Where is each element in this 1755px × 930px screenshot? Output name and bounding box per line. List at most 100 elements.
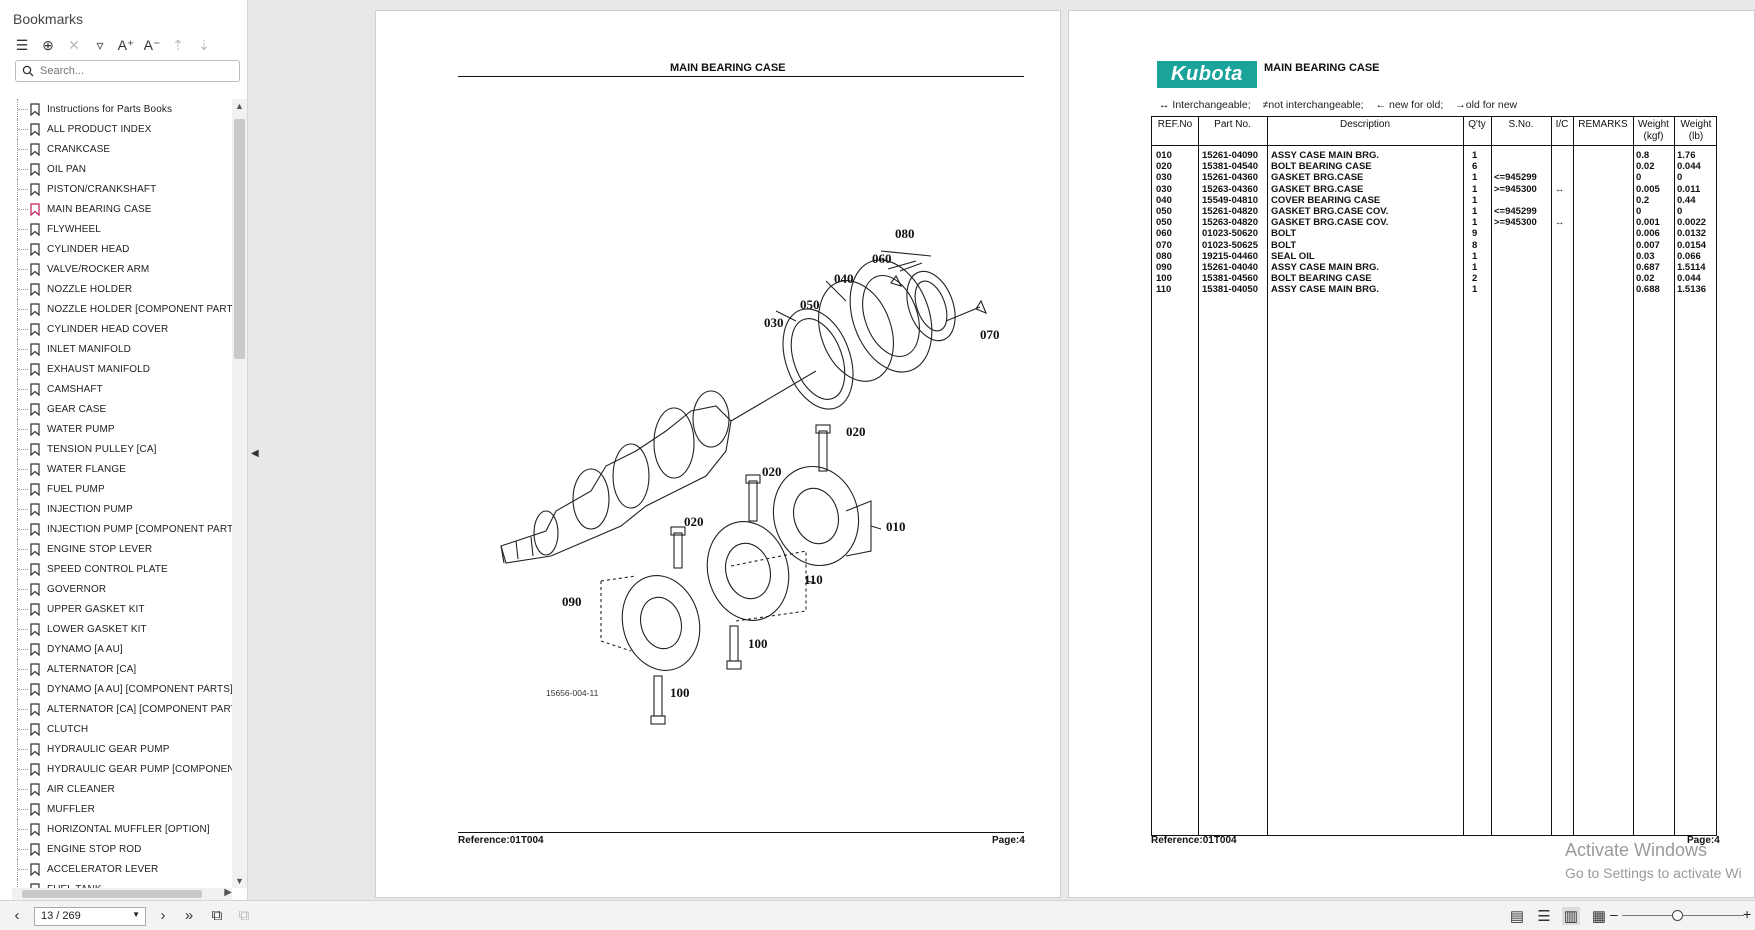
bookmark-label: MAIN BEARING CASE <box>47 203 152 215</box>
tree-connector <box>17 379 29 399</box>
zoom-out-icon[interactable]: – <box>1610 906 1618 922</box>
callout-label: 020 <box>762 464 782 479</box>
bookmark-item[interactable]: EXHAUST MANIFOLD <box>0 359 232 379</box>
bookmark-item[interactable]: GEAR CASE <box>0 399 232 419</box>
rotate-view-icon[interactable]: ⧉ <box>211 907 223 924</box>
zoom-slider[interactable] <box>1622 910 1744 921</box>
bookmark-item[interactable]: CAMSHAFT <box>0 379 232 399</box>
bookmark-item[interactable]: CLUTCH <box>0 719 232 739</box>
table-cell: GASKET BRG.CASE <box>1271 172 1364 184</box>
bookmark-item[interactable]: WATER FLANGE <box>0 459 232 479</box>
bookmark-item[interactable]: HORIZONTAL MUFFLER [OPTION] <box>0 819 232 839</box>
bookmark-item[interactable]: HYDRAULIC GEAR PUMP <box>0 739 232 759</box>
bookmark-icon <box>30 362 40 376</box>
zoom-slider-knob[interactable] <box>1672 910 1683 921</box>
font-increase-icon[interactable]: A⁺ <box>117 36 135 53</box>
table-cell: 6 <box>1472 161 1478 173</box>
single-page-view-icon[interactable]: ▤ <box>1509 908 1525 925</box>
tree-connector <box>17 339 29 359</box>
next-page-icon[interactable]: › <box>160 907 166 924</box>
bookmark-item[interactable]: UPPER GASKET KIT <box>0 599 232 619</box>
two-page-continuous-view-icon[interactable]: ▦ <box>1591 908 1607 925</box>
tree-connector <box>17 359 29 379</box>
bookmark-item[interactable]: INJECTION PUMP <box>0 499 232 519</box>
bookmark-item[interactable]: VALVE/ROCKER ARM <box>0 259 232 279</box>
bookmarks-vertical-scrollbar[interactable]: ▲ ▼ <box>232 99 247 888</box>
tree-connector <box>17 579 29 599</box>
bookmark-item[interactable]: ALTERNATOR [CA] [COMPONENT PARTS] <box>0 699 232 719</box>
callout-label: 020 <box>846 424 866 439</box>
table-cell: 0.687 <box>1636 262 1660 273</box>
previous-page-icon[interactable]: ‹ <box>14 907 20 924</box>
bookmark-options-icon[interactable]: ☰ <box>15 36 29 53</box>
legend-item: ← new for old; <box>1375 99 1444 111</box>
interchange-legend: ↔ Interchangeable; ≠not interchangeable;… <box>1159 99 1517 111</box>
bookmark-item[interactable]: ALL PRODUCT INDEX <box>0 119 232 139</box>
add-bookmark-icon[interactable]: ⊕ <box>42 36 54 53</box>
bookmark-item[interactable]: ENGINE STOP LEVER <box>0 539 232 559</box>
bookmark-item[interactable]: Instructions for Parts Books <box>0 99 232 119</box>
bookmark-item[interactable]: HYDRAULIC GEAR PUMP [COMPONENT P <box>0 759 232 779</box>
tree-connector <box>17 439 29 459</box>
bookmark-label: ALL PRODUCT INDEX <box>47 123 152 135</box>
bookmark-item[interactable]: FUEL PUMP <box>0 479 232 499</box>
scroll-right-icon[interactable]: ▶ <box>224 887 232 898</box>
page-number-select[interactable]: 13 / 269 ▼ <box>34 907 146 926</box>
delete-bookmark-icon[interactable]: ✕ <box>68 36 80 53</box>
bookmark-item[interactable]: MAIN BEARING CASE <box>0 199 232 219</box>
bookmark-item[interactable]: ACCELERATOR LEVER <box>0 859 232 879</box>
move-bookmark-down-icon[interactable]: ⇣ <box>198 36 210 53</box>
bookmarks-search[interactable] <box>15 60 240 82</box>
bookmark-item[interactable]: DYNAMO [A AU] <box>0 639 232 659</box>
font-decrease-icon[interactable]: A⁻ <box>143 36 161 53</box>
bookmarks-horizontal-scrollbar[interactable]: ▶ <box>12 887 232 900</box>
bookmark-item[interactable]: FLYWHEEL <box>0 219 232 239</box>
scrollbar-thumb[interactable] <box>234 119 245 359</box>
tree-connector <box>17 219 29 239</box>
bookmark-item[interactable]: MUFFLER <box>0 799 232 819</box>
bookmark-label: ENGINE STOP LEVER <box>47 543 153 555</box>
table-cell: 1 <box>1472 172 1478 184</box>
bookmark-item[interactable]: TENSION PULLEY [CA] <box>0 439 232 459</box>
bookmark-item[interactable]: INLET MANIFOLD <box>0 339 232 359</box>
expand-bookmark-icon[interactable]: ▿ <box>96 36 104 53</box>
bookmark-item[interactable]: GOVERNOR <box>0 579 232 599</box>
zoom-in-icon[interactable]: + <box>1743 906 1752 922</box>
collapse-panel-icon[interactable]: ◀ <box>251 448 259 459</box>
scroll-down-icon[interactable]: ▼ <box>235 876 244 886</box>
move-bookmark-up-icon[interactable]: ⇡ <box>172 36 184 53</box>
bookmarks-search-input[interactable] <box>40 65 230 77</box>
bookmark-item[interactable]: ENGINE STOP ROD <box>0 839 232 859</box>
h-scrollbar-thumb[interactable] <box>22 890 202 898</box>
bookmark-label: INJECTION PUMP <box>47 503 133 515</box>
bookmark-item[interactable]: SPEED CONTROL PLATE <box>0 559 232 579</box>
bookmark-item[interactable]: AIR CLEANER <box>0 779 232 799</box>
split-view-icon[interactable]: ⧉ <box>238 907 250 924</box>
last-page-icon[interactable]: » <box>184 907 194 924</box>
bookmark-item[interactable]: FUEL TANK <box>0 879 232 888</box>
bookmark-icon <box>30 762 40 776</box>
bookmark-item[interactable]: OIL PAN <box>0 159 232 179</box>
scroll-up-icon[interactable]: ▲ <box>235 101 244 111</box>
bookmark-item[interactable]: ALTERNATOR [CA] <box>0 659 232 679</box>
bookmark-item[interactable]: INJECTION PUMP [COMPONENT PARTS] <box>0 519 232 539</box>
bookmark-item[interactable]: NOZZLE HOLDER [COMPONENT PARTS] <box>0 299 232 319</box>
bookmark-item[interactable]: DYNAMO [A AU] [COMPONENT PARTS] <box>0 679 232 699</box>
tree-connector <box>17 239 29 259</box>
bookmark-icon <box>30 442 40 456</box>
table-cell: >=945300 <box>1494 217 1537 229</box>
bookmark-item[interactable]: WATER PUMP <box>0 419 232 439</box>
bookmark-item[interactable]: LOWER GASKET KIT <box>0 619 232 639</box>
table-cell: 0.011 <box>1677 183 1701 195</box>
bookmark-item[interactable]: PISTON/CRANKSHAFT <box>0 179 232 199</box>
bookmark-item[interactable]: NOZZLE HOLDER <box>0 279 232 299</box>
two-page-view-icon[interactable]: ▥ <box>1562 907 1580 925</box>
table-cell: 19215-04460 <box>1202 250 1258 262</box>
bookmark-item[interactable]: CYLINDER HEAD <box>0 239 232 259</box>
table-cell: 0.2 <box>1636 194 1650 206</box>
bookmark-item[interactable]: CRANKCASE <box>0 139 232 159</box>
bookmark-item[interactable]: CYLINDER HEAD COVER <box>0 319 232 339</box>
continuous-view-icon[interactable]: ☰ <box>1537 908 1551 925</box>
